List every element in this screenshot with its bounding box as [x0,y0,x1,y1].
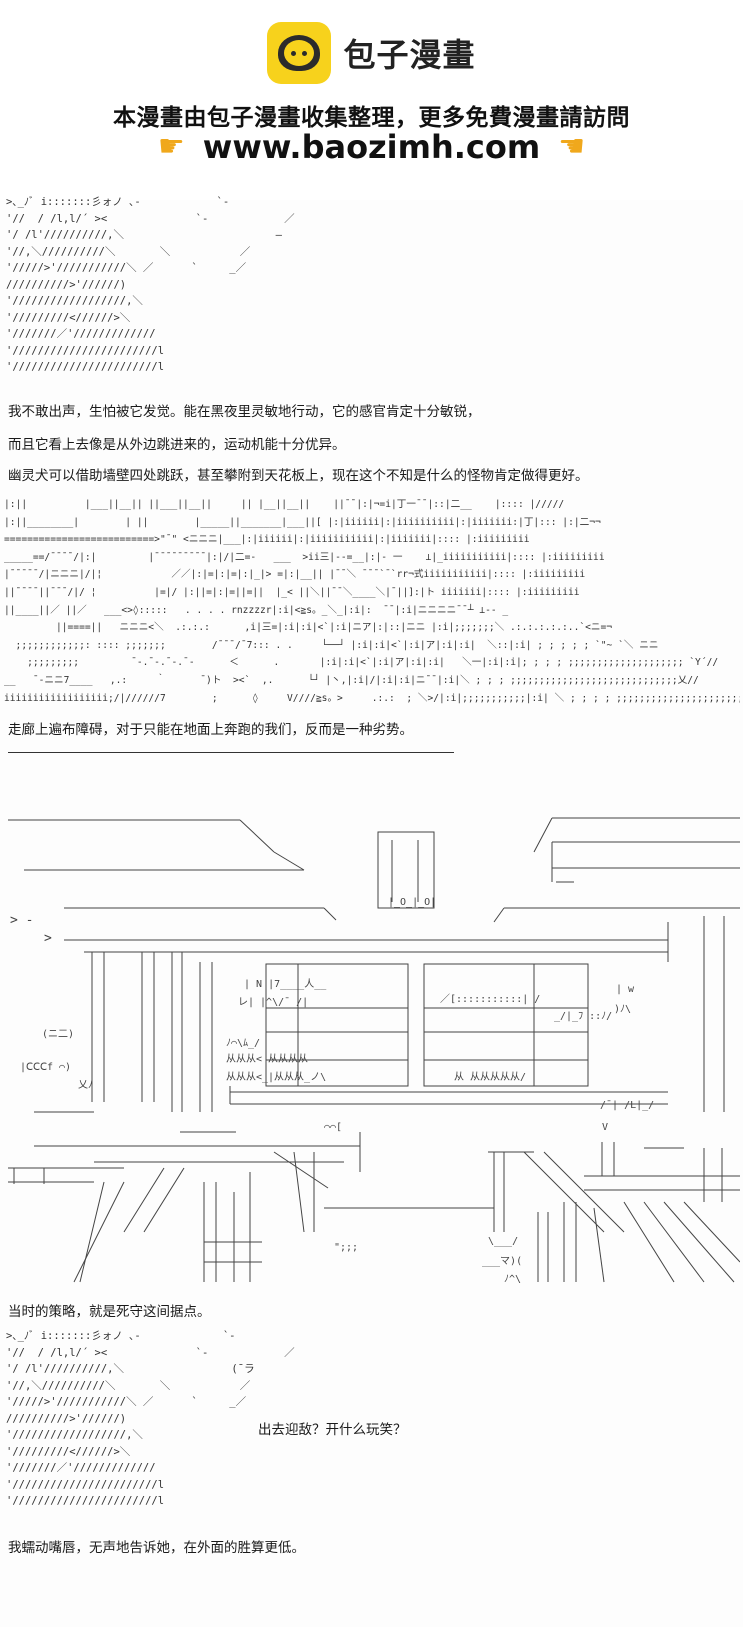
manga-page: >､_ﾉﾞ i:::::::彡ォノ ､- `- '// / /l,l/´ >< … [0,196,743,1627]
bun-logo-icon [267,22,332,84]
svg-text:";;;: ";;; [334,1242,358,1253]
site-banner: 包子漫畫 本漫畫由包子漫畫收集整理，更多免費漫畫請訪問 ☛ www.baozim… [0,0,743,200]
svg-text:|ⅭⅭⅭf ⌒): |ⅭⅭⅭf ⌒) [20,1062,71,1073]
svg-text:/¯| /L|_/: /¯| /L|_/ [600,1100,654,1111]
svg-text:从从从< 从从从从: 从从从< 从从从从 [226,1054,308,1065]
section-divider [8,752,454,753]
narration-line-3: 幽灵犬可以借助墙壁四处跳跃，甚至攀附到天花板上，现在这个不知是什么的怪物肯定做得… [8,468,589,484]
brand-name: 包子漫畫 [343,36,476,74]
svg-text:| w: | w [616,984,635,995]
url-row: ☛ www.baozimh.com ☚ [0,128,743,166]
ascii-art-character-2: >､_ﾉﾞ i:::::::彡ォノ ､- `- '// / /l,l/´ >< … [6,1330,295,1507]
svg-text:从 从从从从从/: 从 从从从从从/ [454,1072,526,1083]
svg-text:|_O_|_O|: |_O_|_O| [388,897,436,908]
narration-line-1: 我不敢出声，生怕被它发觉。能在黑夜里灵敏地行动，它的感官肯定十分敏锐， [8,404,481,420]
svg-text:ﾉ^\: ﾉ^\ [504,1274,521,1285]
ascii-art-corridor: |:|| |___||__|| ||___||__|| || |__||__||… [4,499,740,704]
narration-line-6: 我蠕动嘴唇，无声地告诉她，在外面的胜算更低。 [8,1540,305,1556]
svg-text:_/|_ﾌ ::ﾉ/: _/|_ﾌ ::ﾉ/ [554,1011,612,1022]
site-notice: 本漫畫由包子漫畫收集整理，更多免費漫畫請訪問 [113,105,630,131]
svg-text:___マ)(: ___マ)( [482,1256,522,1267]
svg-text:V: V [602,1122,608,1133]
speech-line: 出去迎敌？开什么玩笑？ [258,1422,407,1438]
narration-line-5: 当时的策略，就是死守这间据点。 [8,1304,211,1320]
svg-text:| N |7____人__: | N |7____人__ [244,978,327,990]
brand-row: 包子漫畫 [0,22,743,84]
svg-text:> -: > - [10,913,33,928]
svg-text:レ| |^\/¯ /|: レ| |^\/¯ /| [238,997,308,1008]
svg-text:\___/: \___/ [488,1236,518,1247]
svg-text:)ﾉ\: )ﾉ\ [614,1004,631,1015]
pointing-left-hand-icon: ☚ [558,129,586,164]
svg-text:>: > [44,931,52,946]
narration-line-4: 走廊上遍布障碍，对于只能在地面上奔跑的我们，反而是一种劣势。 [8,722,413,738]
svg-text:／[:::::::::::| /: ／[:::::::::::| / [440,993,540,1005]
svg-text:(ニ二): (ニ二) [42,1029,74,1040]
ascii-art-character: >､_ﾉﾞ i:::::::彡ォノ ､- `- '// / /l,l/´ >< … [6,196,295,373]
svg-text:从从从<_|从从从_ノ\: 从从从<_|从从从_ノ\ [226,1072,326,1083]
ascii-art-room-scene: |_O_|_O| > - > [4,812,740,1294]
svg-text:ﾉ⌒\ﾑ_/: ﾉ⌒\ﾑ_/ [226,1038,260,1049]
pointing-right-hand-icon: ☛ [157,129,185,164]
narration-line-2: 而且它看上去像是从外边跳进来的，运动机能十分优异。 [8,437,346,453]
svg-text:乂ﾉ: 乂ﾉ [78,1080,93,1091]
svg-text:⌒⌒[: ⌒⌒[ [324,1122,342,1133]
site-url-link[interactable]: www.baozimh.com [202,128,541,166]
